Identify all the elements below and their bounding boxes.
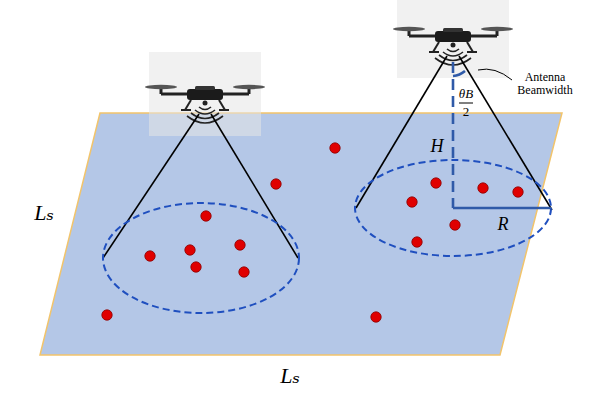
coverage-cone bbox=[103, 114, 199, 258]
angle-denominator: 2 bbox=[463, 105, 470, 119]
user-dots bbox=[412, 237, 422, 247]
user-dots bbox=[407, 197, 417, 207]
side-length-label: Lₛ bbox=[34, 201, 54, 224]
user-dots bbox=[450, 220, 460, 230]
coverage-cone bbox=[211, 114, 298, 258]
coverage-cone bbox=[356, 56, 447, 208]
side-length-label: Lₛ bbox=[280, 364, 300, 387]
user-dots bbox=[102, 310, 112, 320]
user-dots bbox=[239, 267, 249, 277]
coverage-ellipse bbox=[103, 160, 551, 313]
user-dots bbox=[513, 187, 523, 197]
height-label: H bbox=[431, 137, 444, 156]
user-dots bbox=[271, 179, 281, 189]
user-dots bbox=[201, 211, 211, 221]
left-drone bbox=[145, 52, 265, 136]
user-dots bbox=[145, 251, 155, 261]
dimension-lines bbox=[453, 207, 551, 210]
ground-plane bbox=[40, 113, 562, 355]
user-dots bbox=[371, 312, 381, 322]
user-dots bbox=[478, 183, 488, 193]
dimension-lines bbox=[459, 103, 473, 104]
leader-line bbox=[478, 69, 512, 80]
dimension-lines bbox=[453, 71, 465, 76]
coverage-ellipse bbox=[103, 203, 299, 313]
user-dots bbox=[185, 245, 195, 255]
angle-numerator: θB bbox=[459, 87, 473, 101]
beamwidth-label: Antenna Beamwidth bbox=[512, 71, 578, 96]
user-dots bbox=[431, 178, 441, 188]
user-dots bbox=[191, 262, 201, 272]
ground-plane bbox=[40, 113, 562, 355]
dimension-lines bbox=[452, 62, 455, 208]
user-dots bbox=[235, 240, 245, 250]
user-dots bbox=[102, 143, 523, 322]
radius-label: R bbox=[498, 215, 509, 234]
left-drone bbox=[145, 52, 265, 136]
user-dots bbox=[330, 143, 340, 153]
leader-line bbox=[478, 69, 512, 80]
coverage-cone bbox=[103, 56, 552, 258]
